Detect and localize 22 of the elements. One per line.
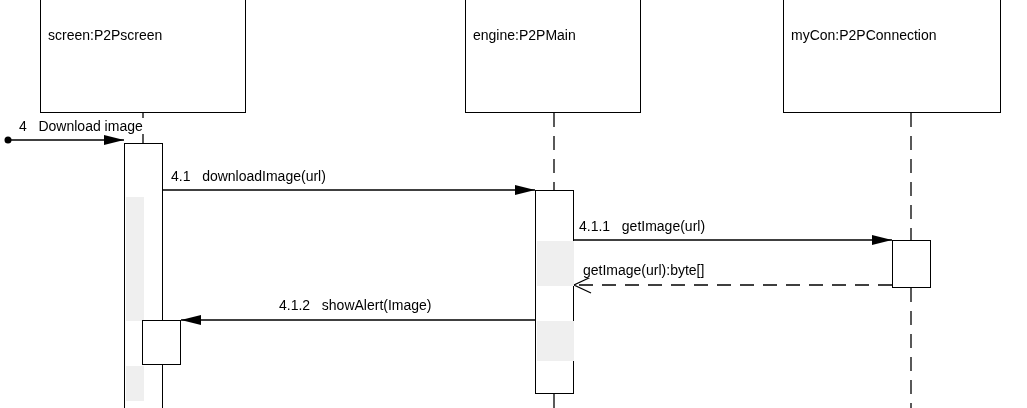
message-arrow xyxy=(4,135,125,145)
object-name: engine:P2PMain xyxy=(473,27,576,43)
lifeline-header-box xyxy=(40,0,246,113)
message-label: 4.1.1 getImage(url) xyxy=(578,218,707,234)
activation-bar xyxy=(535,190,574,394)
activation-bar xyxy=(142,320,181,365)
message-label: 4 Download image xyxy=(18,118,144,134)
activation-bar xyxy=(892,240,931,288)
message-arrow xyxy=(573,235,893,245)
message-arrow xyxy=(162,185,536,195)
message-arrow xyxy=(180,315,536,325)
return-message-arrow xyxy=(573,276,893,294)
lifeline xyxy=(910,112,912,241)
message-label: 4.1 downloadImage(url) xyxy=(170,168,327,184)
object-name: screen:P2Pscreen xyxy=(48,27,163,43)
lifeline-header-box xyxy=(465,0,641,113)
lifeline-header-box xyxy=(783,0,1001,113)
lifeline xyxy=(553,112,555,191)
message-label: getImage(url):byte[] xyxy=(582,262,706,278)
object-name: myCon:P2PConnection xyxy=(791,27,937,43)
activation-bar xyxy=(124,143,163,408)
message-label: 4.1.2 showAlert(Image) xyxy=(278,297,433,313)
